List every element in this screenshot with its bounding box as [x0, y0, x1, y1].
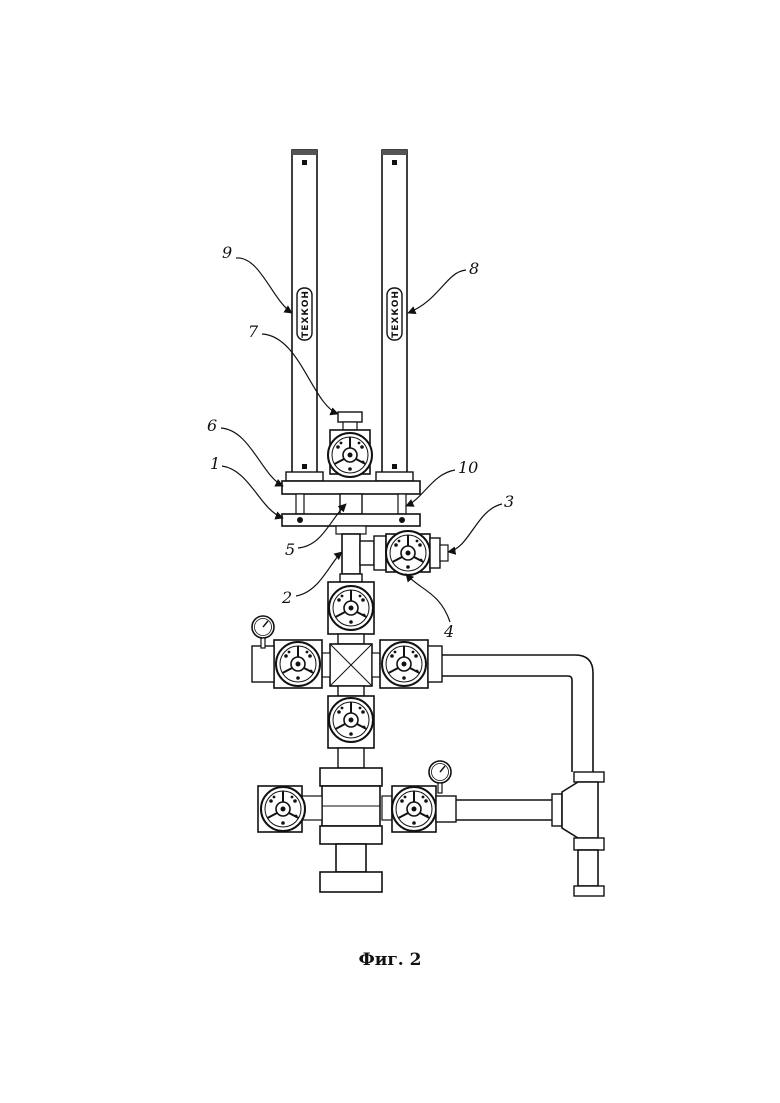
- callout-6: 6: [207, 416, 217, 435]
- figure-caption: Фиг. 2: [0, 950, 780, 970]
- lower-plate-1: [282, 514, 420, 534]
- main-stack: [252, 574, 456, 892]
- upper-plate-6: [282, 481, 420, 514]
- pipeline: [442, 655, 604, 896]
- callout-4: 4: [443, 622, 454, 641]
- callout-5: 5: [285, 540, 295, 559]
- callout-8: 8: [469, 259, 479, 278]
- callout-1: 1: [210, 454, 220, 473]
- callout-3: 3: [504, 492, 514, 511]
- right-tube-label: ТЕХКОН: [391, 290, 401, 338]
- callout-2: 2: [281, 588, 292, 607]
- top-valve-7: [328, 412, 372, 477]
- callout-10: 10: [458, 458, 478, 477]
- left-tube-9: ТЕХКОН: [292, 150, 317, 476]
- left-tube-label: ТЕХКОН: [301, 290, 311, 338]
- tee-side-valve: [342, 531, 448, 575]
- callout-7: 7: [248, 322, 259, 341]
- callout-9: 9: [222, 243, 232, 262]
- right-tube-8: ТЕХКОН: [382, 150, 407, 476]
